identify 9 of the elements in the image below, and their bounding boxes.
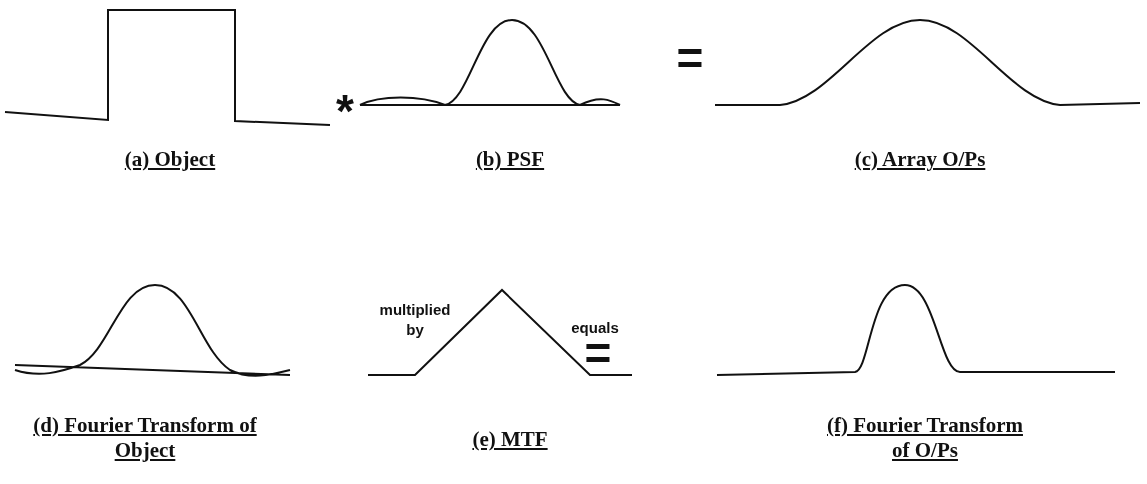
operator-label: multiplied by: [378, 300, 452, 340]
equals-sign: =: [675, 35, 705, 81]
panel-caption: (b) PSF: [474, 147, 546, 172]
panel-caption: (f) Fourier Transform of O/Ps: [826, 413, 1024, 463]
panel-caption: (c) Array O/Ps: [853, 147, 987, 172]
panel-caption: (a) Object: [123, 147, 217, 172]
panel-caption: (e) MTF: [471, 427, 549, 452]
panel-caption: (d) Fourier Transform of Object: [32, 413, 258, 463]
convolution-symbol: *: [335, 88, 355, 134]
